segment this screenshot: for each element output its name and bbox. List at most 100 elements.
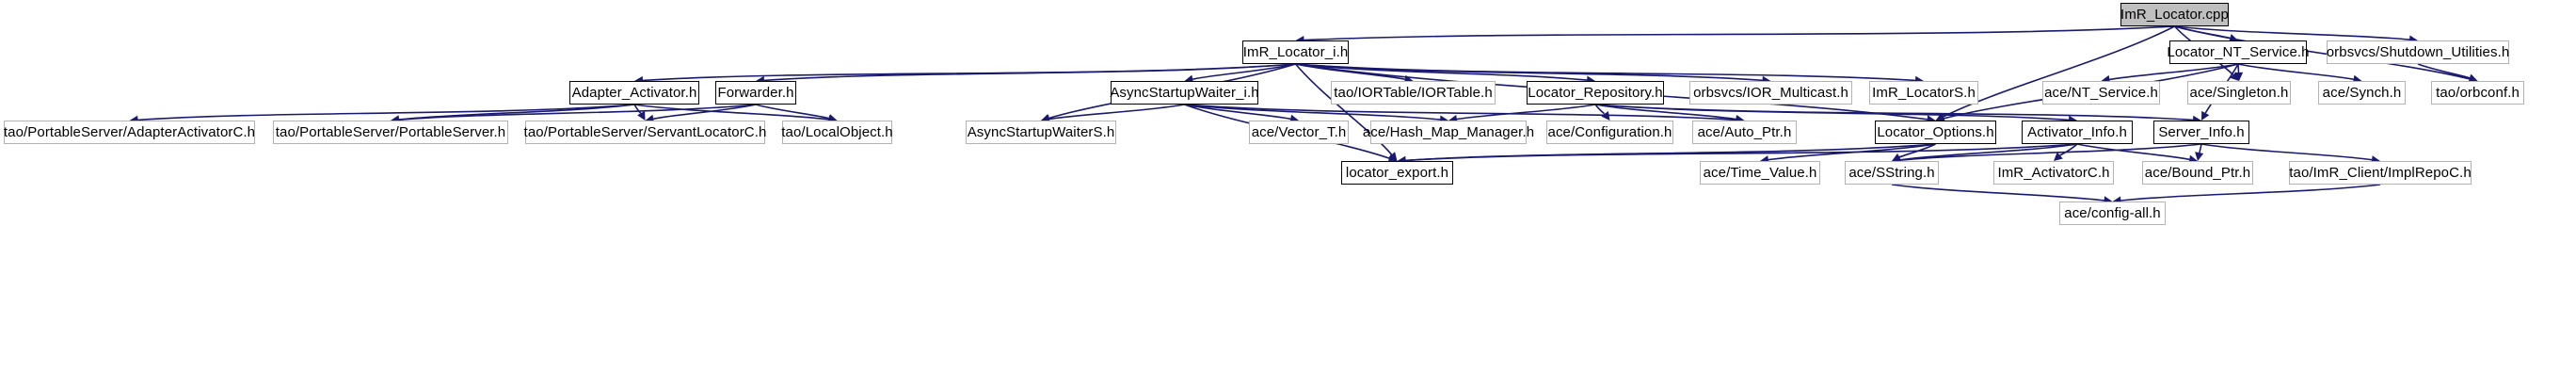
graph-node-label: Forwarder.h — [717, 85, 794, 101]
graph-node-ace-vector-t-h[interactable]: ace/Vector_T.h — [1249, 121, 1349, 144]
graph-edge — [1405, 143, 2078, 162]
graph-node-label: ace/Hash_Map_Manager.h — [1362, 124, 1535, 140]
graph-node-locator-repository-h[interactable]: Locator_Repository.h — [1527, 81, 1664, 105]
graph-node-ace-synch-h[interactable]: ace/Synch.h — [2318, 81, 2406, 105]
graph-edge — [1192, 63, 1296, 80]
graph-node-label: AsyncStartupWaiterS.h — [967, 124, 1115, 140]
graph-node-ace-nt-service-h[interactable]: ace/NT_Service.h — [2042, 81, 2160, 105]
graph-node-tao-localobject-h[interactable]: tao/LocalObject.h — [781, 121, 893, 144]
graph-node-imr-locator-cpp[interactable]: ImR_Locator.cpp — [2120, 3, 2229, 26]
graph-node-portableserver-h[interactable]: tao/PortableServer/PortableServer.h — [273, 121, 508, 144]
graph-node-label: locator_export.h — [1345, 165, 1449, 181]
graph-node-ace-time-value-h[interactable]: ace/Time_Value.h — [1700, 161, 1820, 185]
graph-node-adapter-activator-h[interactable]: Adapter_Activator.h — [569, 81, 699, 105]
graph-edge — [1899, 143, 2078, 161]
graph-edge-arrowhead — [1387, 153, 1398, 163]
graph-node-forwarder-h[interactable]: Forwarder.h — [715, 81, 796, 105]
graph-node-label: tao/LocalObject.h — [781, 124, 893, 140]
graph-node-ace-sstring-h[interactable]: ace/SString.h — [1845, 161, 1939, 185]
graph-edge — [1594, 104, 1736, 121]
graph-node-label: Locator_Options.h — [1877, 124, 1994, 140]
graph-node-label: tao/PortableServer/AdapterActivatorC.h — [3, 124, 256, 140]
graph-edge — [2417, 63, 2471, 79]
graph-node-imr-activator-c-h[interactable]: ImR_ActivatorC.h — [1993, 161, 2114, 185]
graph-edge — [1899, 143, 2202, 161]
graph-node-imr-locator-i-h[interactable]: ImR_Locator_i.h — [1242, 40, 1349, 64]
graph-node-label: ImR_Locator_i.h — [1242, 44, 1349, 60]
graph-node-shutdown-utilities-h[interactable]: orbsvcs/Shutdown_Utilities.h — [2327, 40, 2509, 64]
graph-edge-arrowhead — [827, 114, 838, 123]
graph-node-label: Locator_NT_Service.h — [2167, 44, 2310, 60]
graph-edge — [1456, 104, 1596, 121]
graph-node-label: tao/orbconf.h — [2436, 85, 2520, 101]
graph-node-label: tao/IORTable/IORTable.h — [1334, 85, 1493, 101]
graph-node-async-startup-waiter-i[interactable]: AsyncStartupWaiter_i.h — [1110, 81, 1259, 105]
graph-node-label: ImR_LocatorS.h — [1872, 85, 1976, 101]
graph-node-label: ace/Singleton.h — [2189, 85, 2289, 101]
graph-edge — [1184, 104, 1441, 121]
graph-node-locator-nt-service-h[interactable]: Locator_NT_Service.h — [2167, 40, 2310, 64]
graph-node-label: tao/PortableServer/ServantLocatorC.h — [523, 124, 767, 140]
graph-node-label: tao/ImR_Client/ImplRepoC.h — [2289, 165, 2472, 181]
graph-node-label: Activator_Info.h — [2027, 124, 2127, 140]
graph-node-label: ace/NT_Service.h — [2044, 85, 2158, 101]
graph-edge — [1184, 104, 1291, 121]
graph-edge — [763, 63, 1296, 82]
graph-edge-arrowhead — [2234, 72, 2244, 81]
graph-node-ace-config-all-h[interactable]: ace/config-all.h — [2059, 202, 2166, 225]
graph-node-label: ace/Vector_T.h — [1251, 124, 1347, 140]
graph-edge — [1048, 104, 1185, 121]
graph-edge — [2109, 63, 2239, 81]
graph-node-imr-locator-s-h[interactable]: ImR_LocatorS.h — [1869, 81, 1978, 105]
graph-node-label: Server_Info.h — [2158, 124, 2245, 140]
graph-edge — [398, 104, 757, 121]
graph-node-servantlocator-c-h[interactable]: tao/PortableServer/ServantLocatorC.h — [524, 121, 766, 144]
graph-node-label: ace/Bound_Ptr.h — [2144, 165, 2251, 181]
graph-node-label: Adapter_Activator.h — [571, 85, 697, 101]
graph-edge — [398, 104, 635, 121]
graph-node-tao-orbconf-h[interactable]: tao/orbconf.h — [2431, 81, 2524, 105]
graph-node-async-startup-waiter-s[interactable]: AsyncStartupWaiterS.h — [966, 121, 1116, 144]
graph-node-ace-hash-map-manager-h[interactable]: ace/Hash_Map_Manager.h — [1363, 121, 1534, 144]
graph-edge — [1943, 25, 2175, 118]
graph-edge — [1898, 143, 1936, 158]
graph-node-ace-bound-ptr-h[interactable]: ace/Bound_Ptr.h — [2142, 161, 2253, 185]
graph-node-label: ace/config-all.h — [2064, 205, 2161, 221]
graph-edge — [2198, 143, 2202, 154]
graph-node-implrepo-c-h[interactable]: tao/ImR_Client/ImplRepoC.h — [2289, 161, 2472, 185]
graph-node-ace-auto-ptr-h[interactable]: ace/Auto_Ptr.h — [1692, 121, 1797, 144]
graph-node-label: ace/Configuration.h — [1547, 124, 1672, 140]
graph-edge — [653, 104, 757, 120]
graph-edge-arrowhead — [2201, 110, 2210, 121]
graph-edge — [2174, 25, 2470, 80]
graph-node-label: ImR_ActivatorC.h — [1997, 165, 2110, 181]
graph-edge — [2237, 63, 2354, 81]
graph-edge — [1184, 104, 1736, 121]
graph-node-adapter-activator-c-h[interactable]: tao/PortableServer/AdapterActivatorC.h — [4, 121, 255, 144]
graph-node-label: orbsvcs/IOR_Multicast.h — [1693, 85, 1848, 101]
graph-node-label: tao/PortableServer/PortableServer.h — [275, 124, 506, 140]
graph-edge-arrowhead — [637, 110, 646, 121]
graph-edge — [2076, 143, 2190, 161]
graph-edge-arrowhead — [2054, 152, 2063, 161]
graph-node-server-info-h[interactable]: Server_Info.h — [2153, 121, 2249, 144]
graph-edge — [633, 104, 829, 121]
graph-node-label: ace/Synch.h — [2322, 85, 2402, 101]
graph-node-ace-configuration-h[interactable]: ace/Configuration.h — [1546, 121, 1673, 144]
graph-edge — [1594, 104, 2194, 121]
graph-edge — [2200, 143, 2373, 161]
graph-node-locator-export-h[interactable]: locator_export.h — [1341, 161, 1453, 185]
graph-edge-arrowhead — [1601, 111, 1610, 121]
graph-edge-arrowhead — [2229, 34, 2238, 42]
graph-node-label: Locator_Repository.h — [1528, 85, 1663, 101]
graph-node-ior-multicast-h[interactable]: orbsvcs/IOR_Multicast.h — [1689, 81, 1852, 105]
graph-edge — [2120, 184, 2381, 202]
graph-node-activator-info-h[interactable]: Activator_Info.h — [2022, 121, 2133, 144]
graph-node-locator-options-h[interactable]: Locator_Options.h — [1875, 121, 1996, 144]
graph-node-ace-singleton-h[interactable]: ace/Singleton.h — [2187, 81, 2291, 105]
graph-node-iortable-h[interactable]: tao/IORTable/IORTable.h — [1331, 81, 1496, 105]
graph-node-label: ImR_Locator.cpp — [2120, 7, 2229, 23]
graph-edge — [755, 104, 830, 120]
graph-edge — [1891, 184, 2104, 202]
